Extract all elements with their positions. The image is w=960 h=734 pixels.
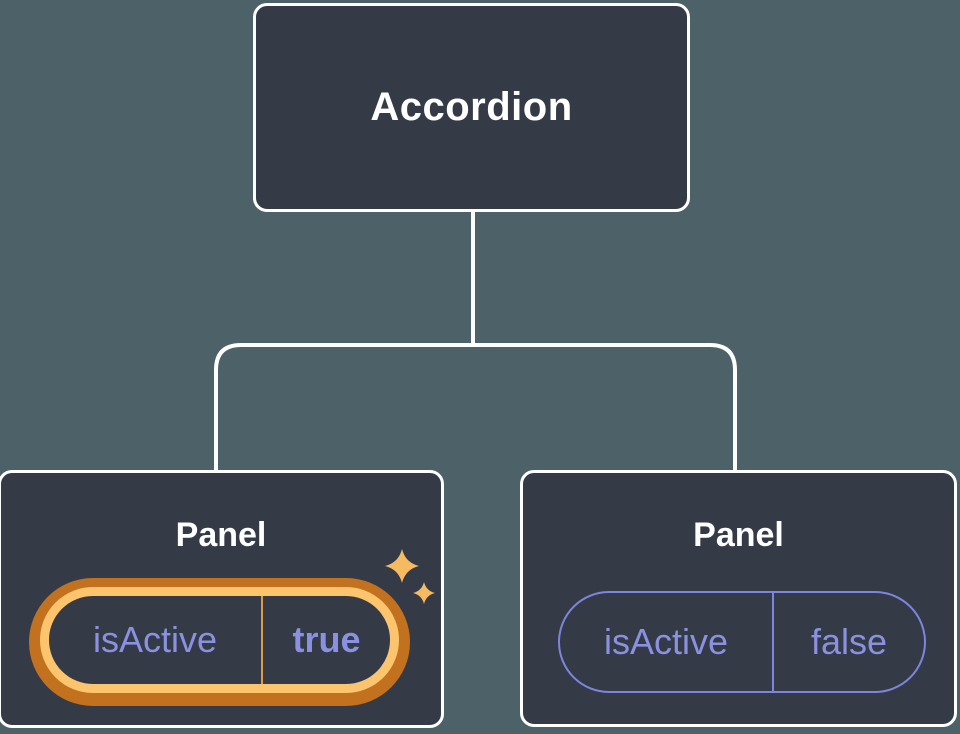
sparkle-small <box>413 582 435 604</box>
state-pill-active: isActive true <box>40 587 399 693</box>
state-value-cell: false <box>774 593 924 691</box>
state-value-cell: true <box>263 596 390 684</box>
sparkle-large <box>385 549 419 583</box>
connector-branch-bracket <box>214 343 737 470</box>
prop-name-label: isActive <box>92 619 218 660</box>
state-key-cell: isActive <box>560 593 772 691</box>
state-key-cell: isActive <box>49 596 261 684</box>
prop-value-label: false <box>810 621 888 662</box>
root-node-accordion: Accordion <box>253 3 690 212</box>
panel-node-inactive: Panel isActive false <box>520 470 957 727</box>
panel-title: Panel <box>175 516 267 554</box>
state-pill-inactive: isActive false <box>558 591 926 693</box>
panel-node-active: Panel isActive true <box>0 470 444 728</box>
panel-title: Panel <box>693 516 784 554</box>
prop-name-label: isActive <box>603 621 729 662</box>
prop-value-label: true <box>292 619 361 660</box>
root-node-label: Accordion <box>370 85 573 129</box>
sparkles-icon <box>385 549 435 604</box>
state-pill-divider <box>261 596 263 684</box>
state-pill-divider <box>772 593 774 691</box>
